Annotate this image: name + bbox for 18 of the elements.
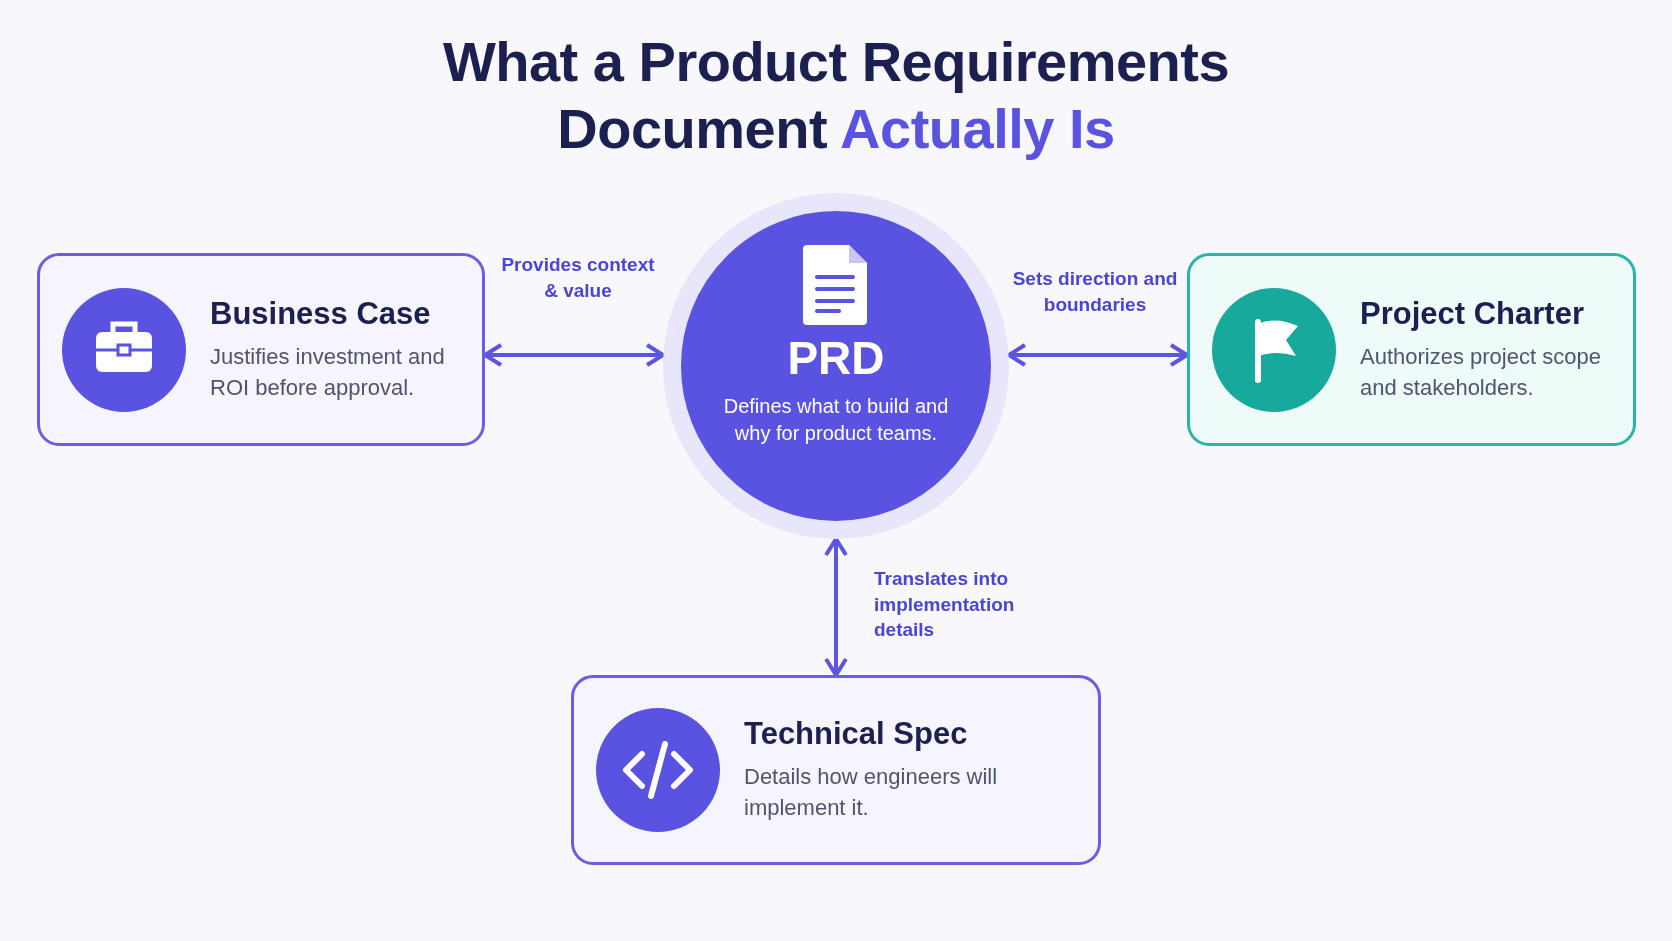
edge-label: Sets direction and boundaries — [1011, 267, 1179, 317]
title: What a Product Requirements Document Actually Is — [441, 29, 1231, 163]
double-arrow — [1006, 343, 1189, 367]
card-heading: Business Case — [210, 295, 432, 332]
card-heading: Project Charter — [1360, 295, 1585, 332]
card-heading: Technical Spec — [744, 716, 969, 753]
card-description: Justifies investment and ROI before approval. — [210, 342, 446, 402]
info-card — [37, 253, 485, 446]
card-description: Authorizes project scope and stakeholders. — [1360, 342, 1602, 402]
double-arrow — [483, 343, 666, 367]
card-description: Details how engineers will implement it. — [744, 763, 999, 822]
info-card — [1187, 253, 1636, 446]
double-arrow — [824, 537, 848, 677]
edge-label: Translates into implementation details — [874, 567, 1016, 643]
circle-heading: PRD — [787, 331, 885, 385]
info-card — [571, 675, 1101, 865]
edge-label: Provides context & value — [500, 253, 656, 303]
circle-description: Defines what to build and why for product teams. — [722, 394, 950, 446]
